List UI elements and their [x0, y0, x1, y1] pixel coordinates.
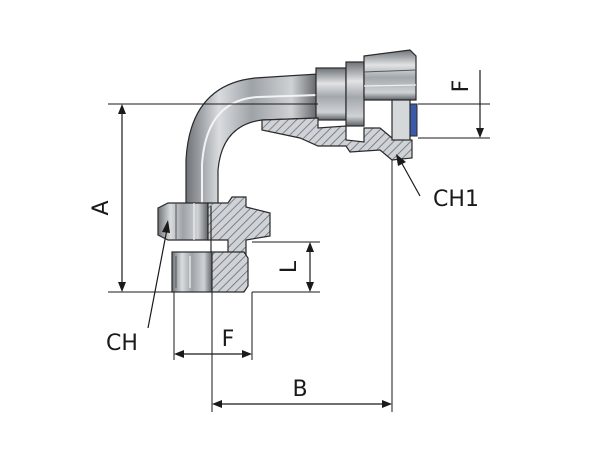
label-b: B: [292, 377, 307, 402]
label-f-top: F: [449, 80, 474, 93]
hex-face-line: [363, 69, 417, 73]
label-a: A: [89, 200, 114, 215]
label-f-bottom: F: [222, 327, 235, 352]
ch1-leader: [399, 159, 421, 197]
swivel-hex-nut-ch1: [363, 49, 417, 101]
hex-face-line-2: [363, 84, 417, 87]
male-thread-end: [171, 251, 213, 293]
nut-inner-face: [391, 99, 411, 141]
seal-face: [409, 103, 418, 137]
elbow-fitting: [157, 49, 418, 293]
dimension-labels: A L F F B CH CH1: [89, 80, 479, 402]
swivel-ring: [315, 67, 347, 121]
elbow-tube: [185, 73, 319, 206]
label-l: L: [277, 260, 302, 273]
ch-leader: [147, 223, 169, 329]
dimension-lines: [108, 70, 490, 412]
label-ch: CH: [106, 331, 138, 356]
upper-section-hatch: [261, 117, 413, 161]
label-ch1: CH1: [433, 187, 479, 212]
tube-bore-line: [201, 94, 319, 205]
swivel-ring-2: [345, 61, 365, 127]
lower-section-hatch: [207, 196, 271, 259]
male-thread-section: [211, 251, 249, 293]
